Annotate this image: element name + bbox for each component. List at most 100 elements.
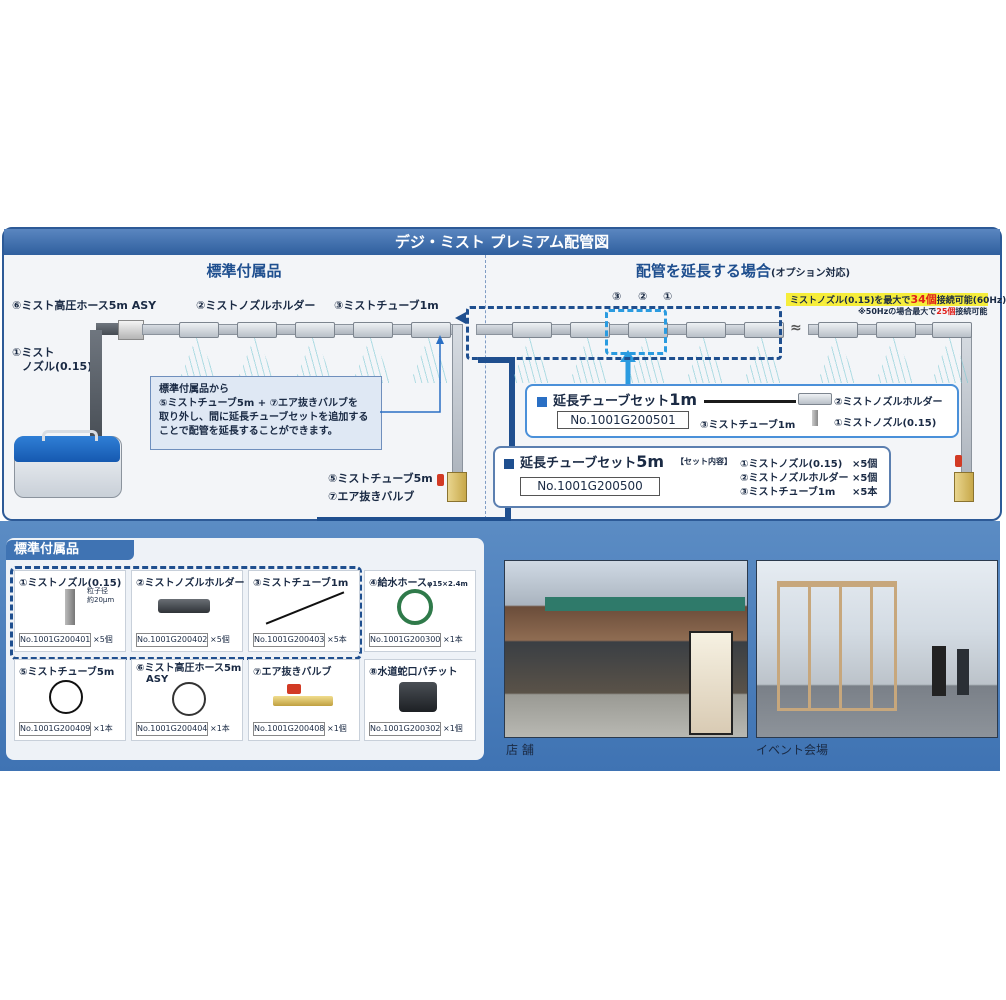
hose-label: ⑥ミスト高圧ホース5m ASY [12,299,157,312]
card-qty: ×1本 [93,724,113,733]
nozzle-holder [744,322,784,338]
faucet-adapter-icon [399,682,437,712]
set5m-item-name: ②ミストノズルホルダー [740,473,849,484]
pump-handle [42,430,98,441]
card-name: ②ミストノズルホルダー [136,578,245,589]
holder-product-icon [158,599,210,613]
card-name: ⑧水道蛇口パチット [369,667,458,678]
capacity-number: 34個 [910,293,937,306]
person-figure [957,649,969,695]
extension-1m-frame [605,309,667,355]
valve-label: ⑦エア抜きバルブ [328,490,415,503]
card-qty: ×1本 [210,724,230,733]
store-awning [545,597,745,611]
air-valve [447,472,467,502]
extension-5m-frame [466,306,782,360]
event-caption: イベント会場 [756,743,829,757]
set5m-title-text: 延長チューブセット [520,456,637,471]
set1m-nozzle-label: ①ミストノズル(0.15) [834,418,937,429]
nozzle-holder [628,322,668,338]
card-code: No.1001G200401 [19,633,91,647]
set1m-tube-label: ③ミストチューブ1m [700,420,796,431]
pipe-arrow-head [455,312,466,324]
set5m-item-name: ③ミストチューブ1m [740,487,836,498]
store-caption: 店 舗 [506,743,534,757]
tent-frame [777,581,897,711]
set5m-contents-label: 【セット内容】 [676,457,732,466]
card-qty: ×5個 [210,635,230,644]
diagram-title: デジ・ミスト プレミアム配管図 [4,229,1000,255]
card-name: ⑤ミストチューブ5m [19,667,115,678]
note-arrow [380,340,441,413]
card-code: No.1001G200403 [253,633,325,647]
card-qty: ×5本 [327,635,347,644]
hose-coil-icon [397,589,433,625]
card-name-2: ASY [146,674,169,685]
card-code: No.1001G200409 [19,722,91,736]
continuation-wave: ≈ [790,320,802,336]
nozzle-label-2: ノズル(0.15) [22,360,93,373]
set5m-item-qty: ×5本 [852,487,878,498]
marker-2: ② [638,290,648,303]
marker-1: ① [663,290,673,303]
set1m-title-len: 1m [669,390,698,409]
valve-handle [437,474,444,486]
set1m-title-text: 延長チューブセット [553,394,670,409]
accessory-card-holder: ②ミストノズルホルダー No.1001G200402 ×5個 [131,570,245,652]
person-figure [932,646,946,696]
card-code: No.1001G200408 [253,722,325,736]
set1m-title: 延長チューブセット1m [537,390,697,409]
capacity-text: ミストノズル(0.15)を最大で [790,296,911,306]
nozzle-holder [686,322,726,338]
note-line: ⑤ミストチューブ5m + ⑦エア抜きバルブを [159,398,359,409]
note-arrow-head [436,335,444,344]
store-photo [504,560,748,738]
card-note: 約20μm [87,596,115,604]
set5m-item-qty: ×5個 [852,459,878,470]
card-code: No.1001G200302 [369,722,441,736]
tube-product-icon [265,591,345,625]
valve-handle-far [955,455,962,467]
extension-section-heading: 配管を延長する場合(オプション対応) [486,257,1000,285]
accessories-extension-frame [10,566,362,660]
note-line: ことで配管を延長することができます。 [159,426,338,437]
tube5m-label: ⑤ミストチューブ5m [328,472,433,485]
tube-1m-image [704,400,796,403]
square-bullet-icon [504,458,514,469]
section-divider [485,255,486,519]
nozzle-label-1: ①ミスト [12,346,55,359]
accessory-card-nozzle: ①ミストノズル(0.15) 粒子径約20μm No.1001G200401 ×5… [14,570,126,652]
card-note: 粒子径 [87,587,108,595]
extension-note-box: 標準付属品から ⑤ミストチューブ5m + ⑦エア抜きバルブを 取り外し、間に延長… [150,376,382,450]
pump-top-cover [14,436,120,462]
set1m-code: No.1001G200501 [557,411,689,429]
nozzle-holder [512,322,552,338]
nozzle-holder [411,322,451,338]
accessory-card-faucet-adapter: ⑧水道蛇口パチット No.1001G200302 ×1個 [364,659,476,741]
nozzle-holder [237,322,277,338]
standard-section-heading: 標準付属品 [206,262,282,280]
tube-coil-icon [49,680,83,714]
air-valve-far [954,472,974,502]
event-venue-photo [756,560,998,738]
capacity-note-number: 25個 [936,307,956,316]
accessory-card-tube1m: ③ミストチューブ1m No.1001G200403 ×5本 [248,570,360,652]
card-code: No.1001G200404 [136,722,208,736]
card-name: ⑥ミスト高圧ホース5m [136,663,242,674]
nozzle-image [812,410,818,426]
card-qty: ×5個 [93,635,113,644]
capacity-note-post: 接続可能 [955,307,988,316]
card-qty: ×1本 [443,635,463,644]
accessories-title: 標準付属品 [6,540,134,560]
valve-product-icon [273,696,333,706]
card-name: ④給水ホース [369,578,427,589]
tube1m-label: ③ミストチューブ1m [334,299,439,312]
set5m-item-qty: ×5個 [852,473,878,484]
capacity-text-post: 接続可能(60Hz) [936,296,1006,306]
nozzle-holder [353,322,393,338]
marker-3: ③ [612,290,622,303]
nozzle-product-icon [65,589,75,625]
extension-set-1m-box [525,384,959,438]
holder-label: ②ミストノズルホルダー [196,299,316,312]
menu-board [689,631,733,735]
